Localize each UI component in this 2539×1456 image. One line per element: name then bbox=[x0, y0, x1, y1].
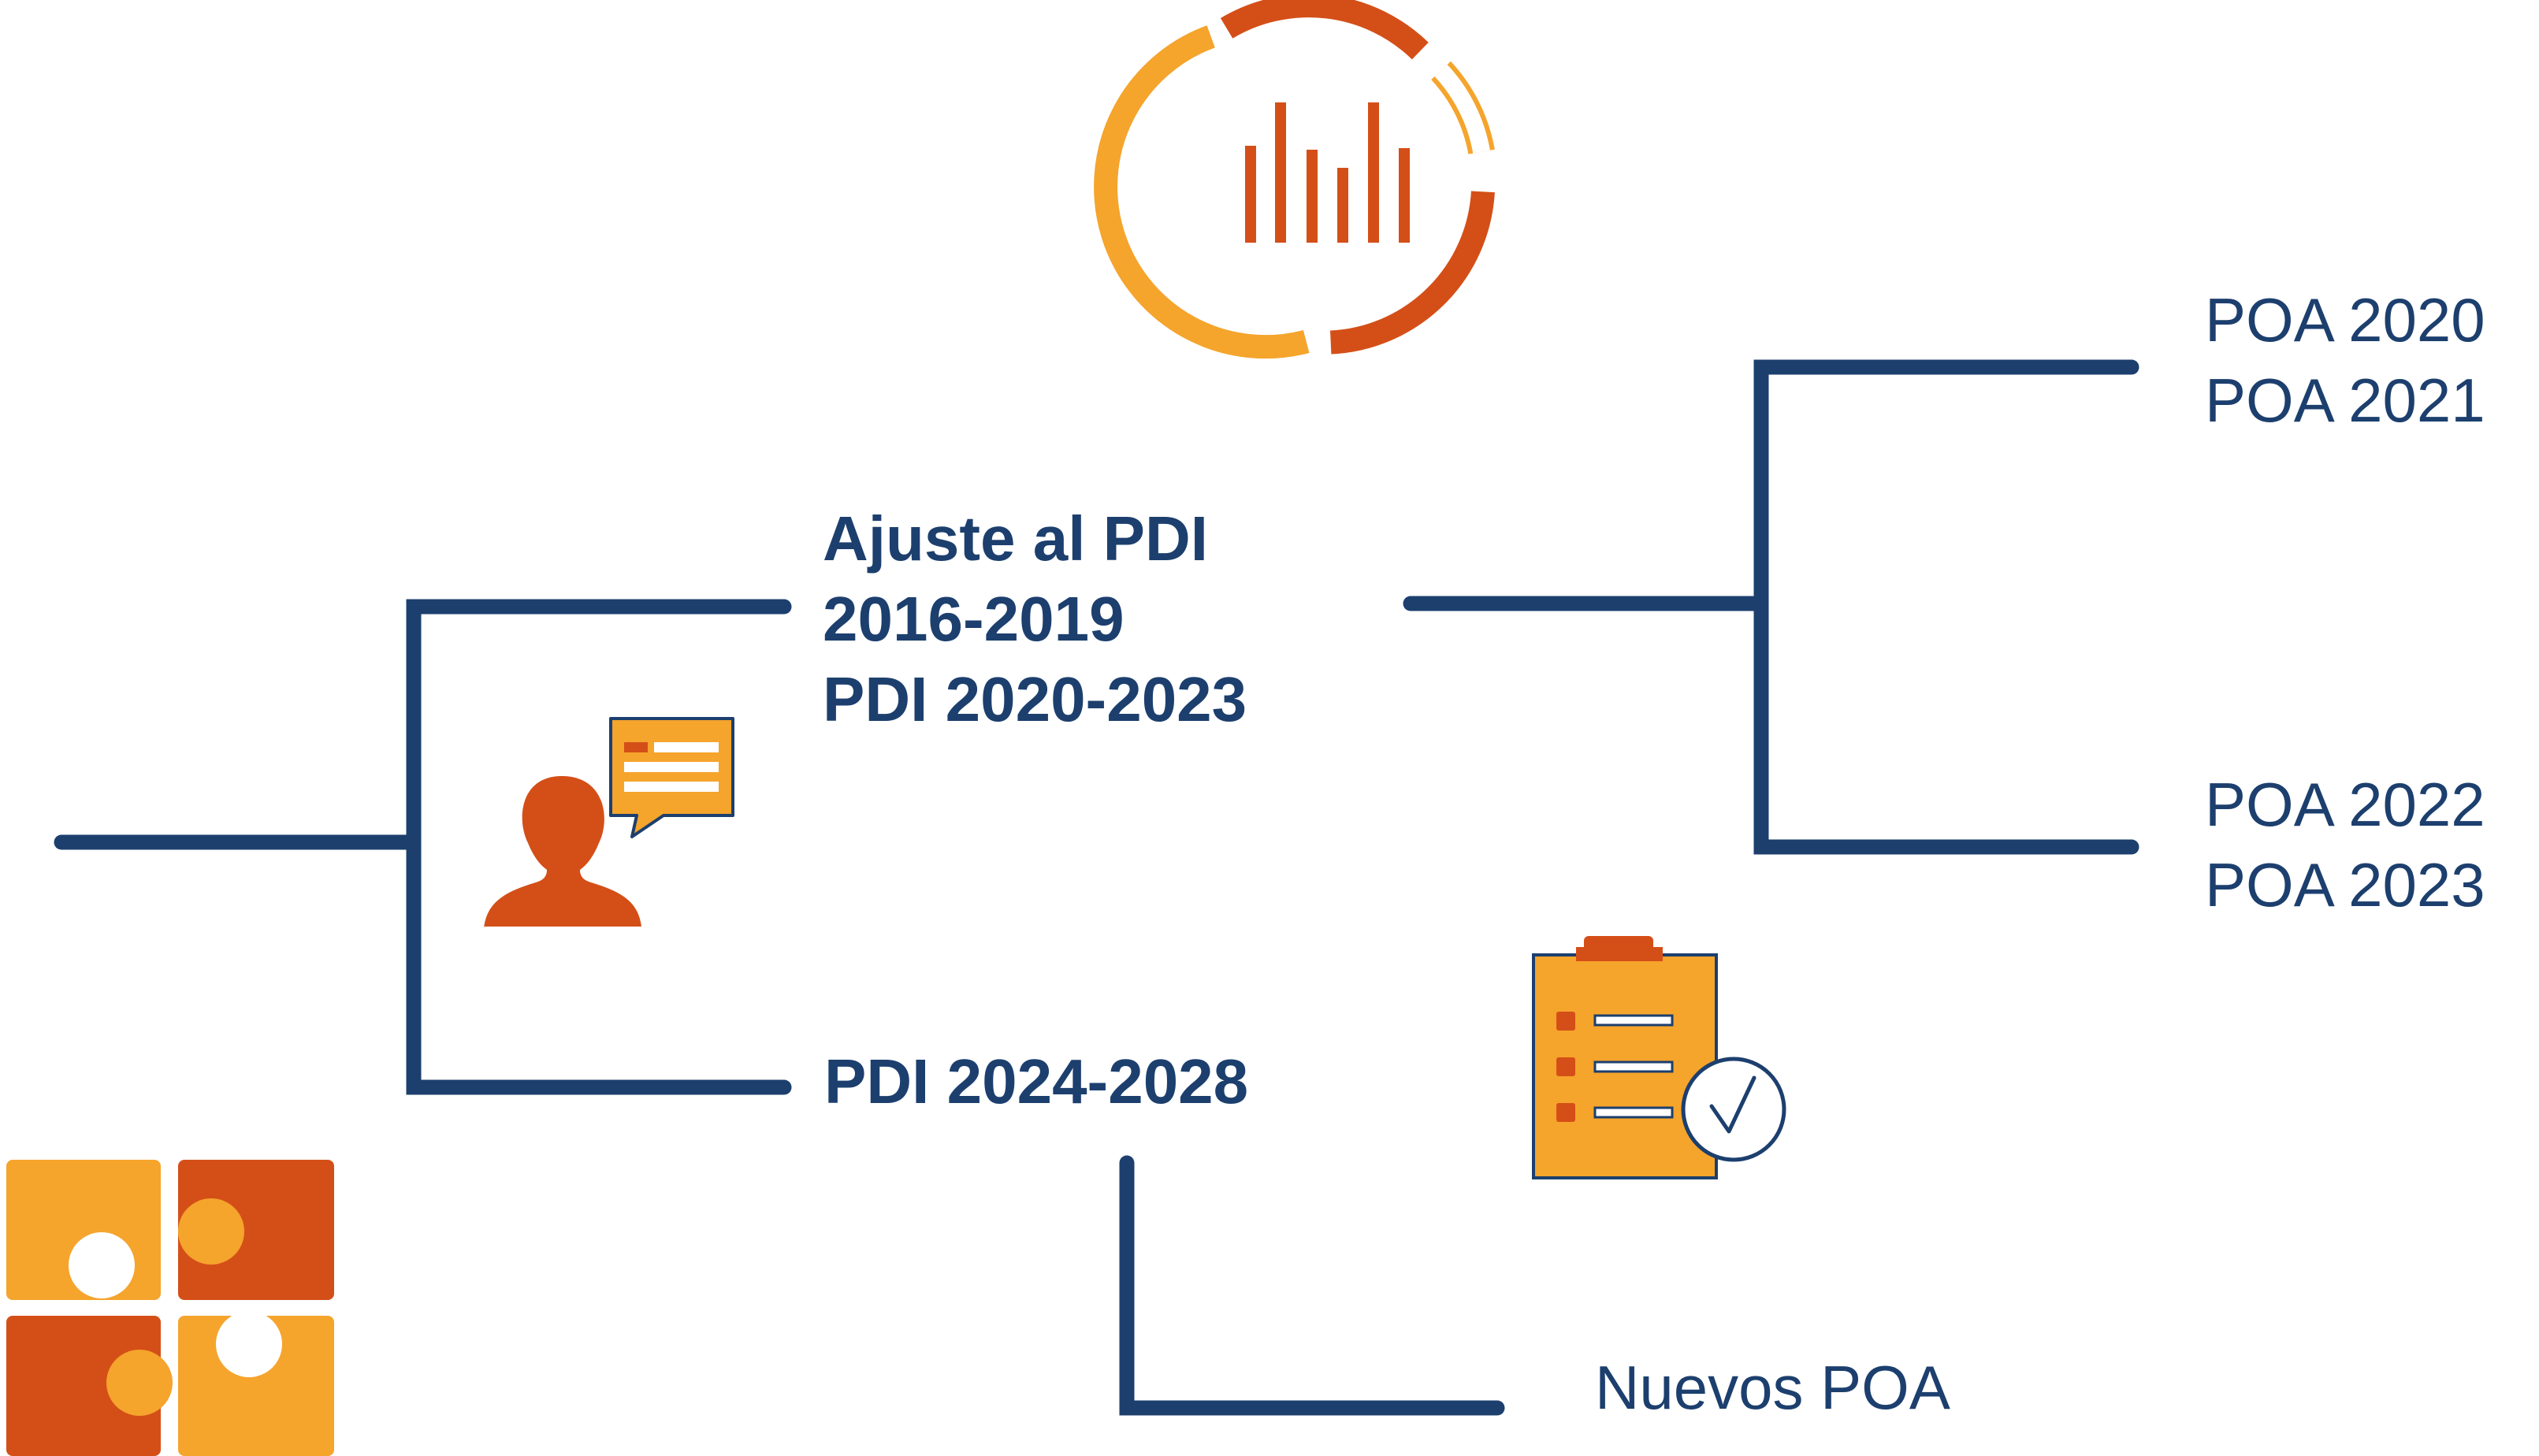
puzzle-icon bbox=[6, 1160, 334, 1456]
node-poa-2022-2023: POA 2022 POA 2023 bbox=[2205, 764, 2485, 925]
analytics-ring-icon bbox=[1094, 0, 1495, 359]
node-ajuste-pdi: Ajuste al PDI 2016-2019 PDI 2020-2023 bbox=[823, 499, 1247, 740]
node-ajuste-line1: Ajuste al PDI bbox=[823, 503, 1209, 574]
poa-bracket bbox=[1753, 359, 2139, 855]
checklist-clipboard-icon bbox=[1532, 936, 1786, 1179]
node-pdi-2024-line1: PDI 2024-2028 bbox=[824, 1046, 1249, 1116]
node-ajuste-line3: PDI 2020-2023 bbox=[823, 664, 1247, 734]
node-poa-2020: POA 2020 bbox=[2205, 285, 2485, 355]
node-poa-2023: POA 2023 bbox=[2205, 850, 2485, 919]
nuevos-connector bbox=[1119, 1155, 1505, 1416]
node-poa-2022: POA 2022 bbox=[2205, 770, 2485, 839]
node-pdi-2024: PDI 2024-2028 bbox=[824, 1042, 1248, 1122]
person-speech-icon bbox=[484, 717, 734, 928]
node-nuevos-poa: Nuevos POA bbox=[1595, 1347, 1950, 1428]
connector-lines bbox=[54, 359, 2139, 1416]
node-poa-2021: POA 2021 bbox=[2205, 366, 2485, 435]
root-bracket bbox=[406, 599, 792, 1095]
node-ajuste-line2: 2016-2019 bbox=[823, 584, 1125, 654]
node-nuevos-poa-line1: Nuevos POA bbox=[1595, 1353, 1950, 1422]
node-poa-2020-2021: POA 2020 POA 2021 bbox=[2205, 280, 2485, 440]
